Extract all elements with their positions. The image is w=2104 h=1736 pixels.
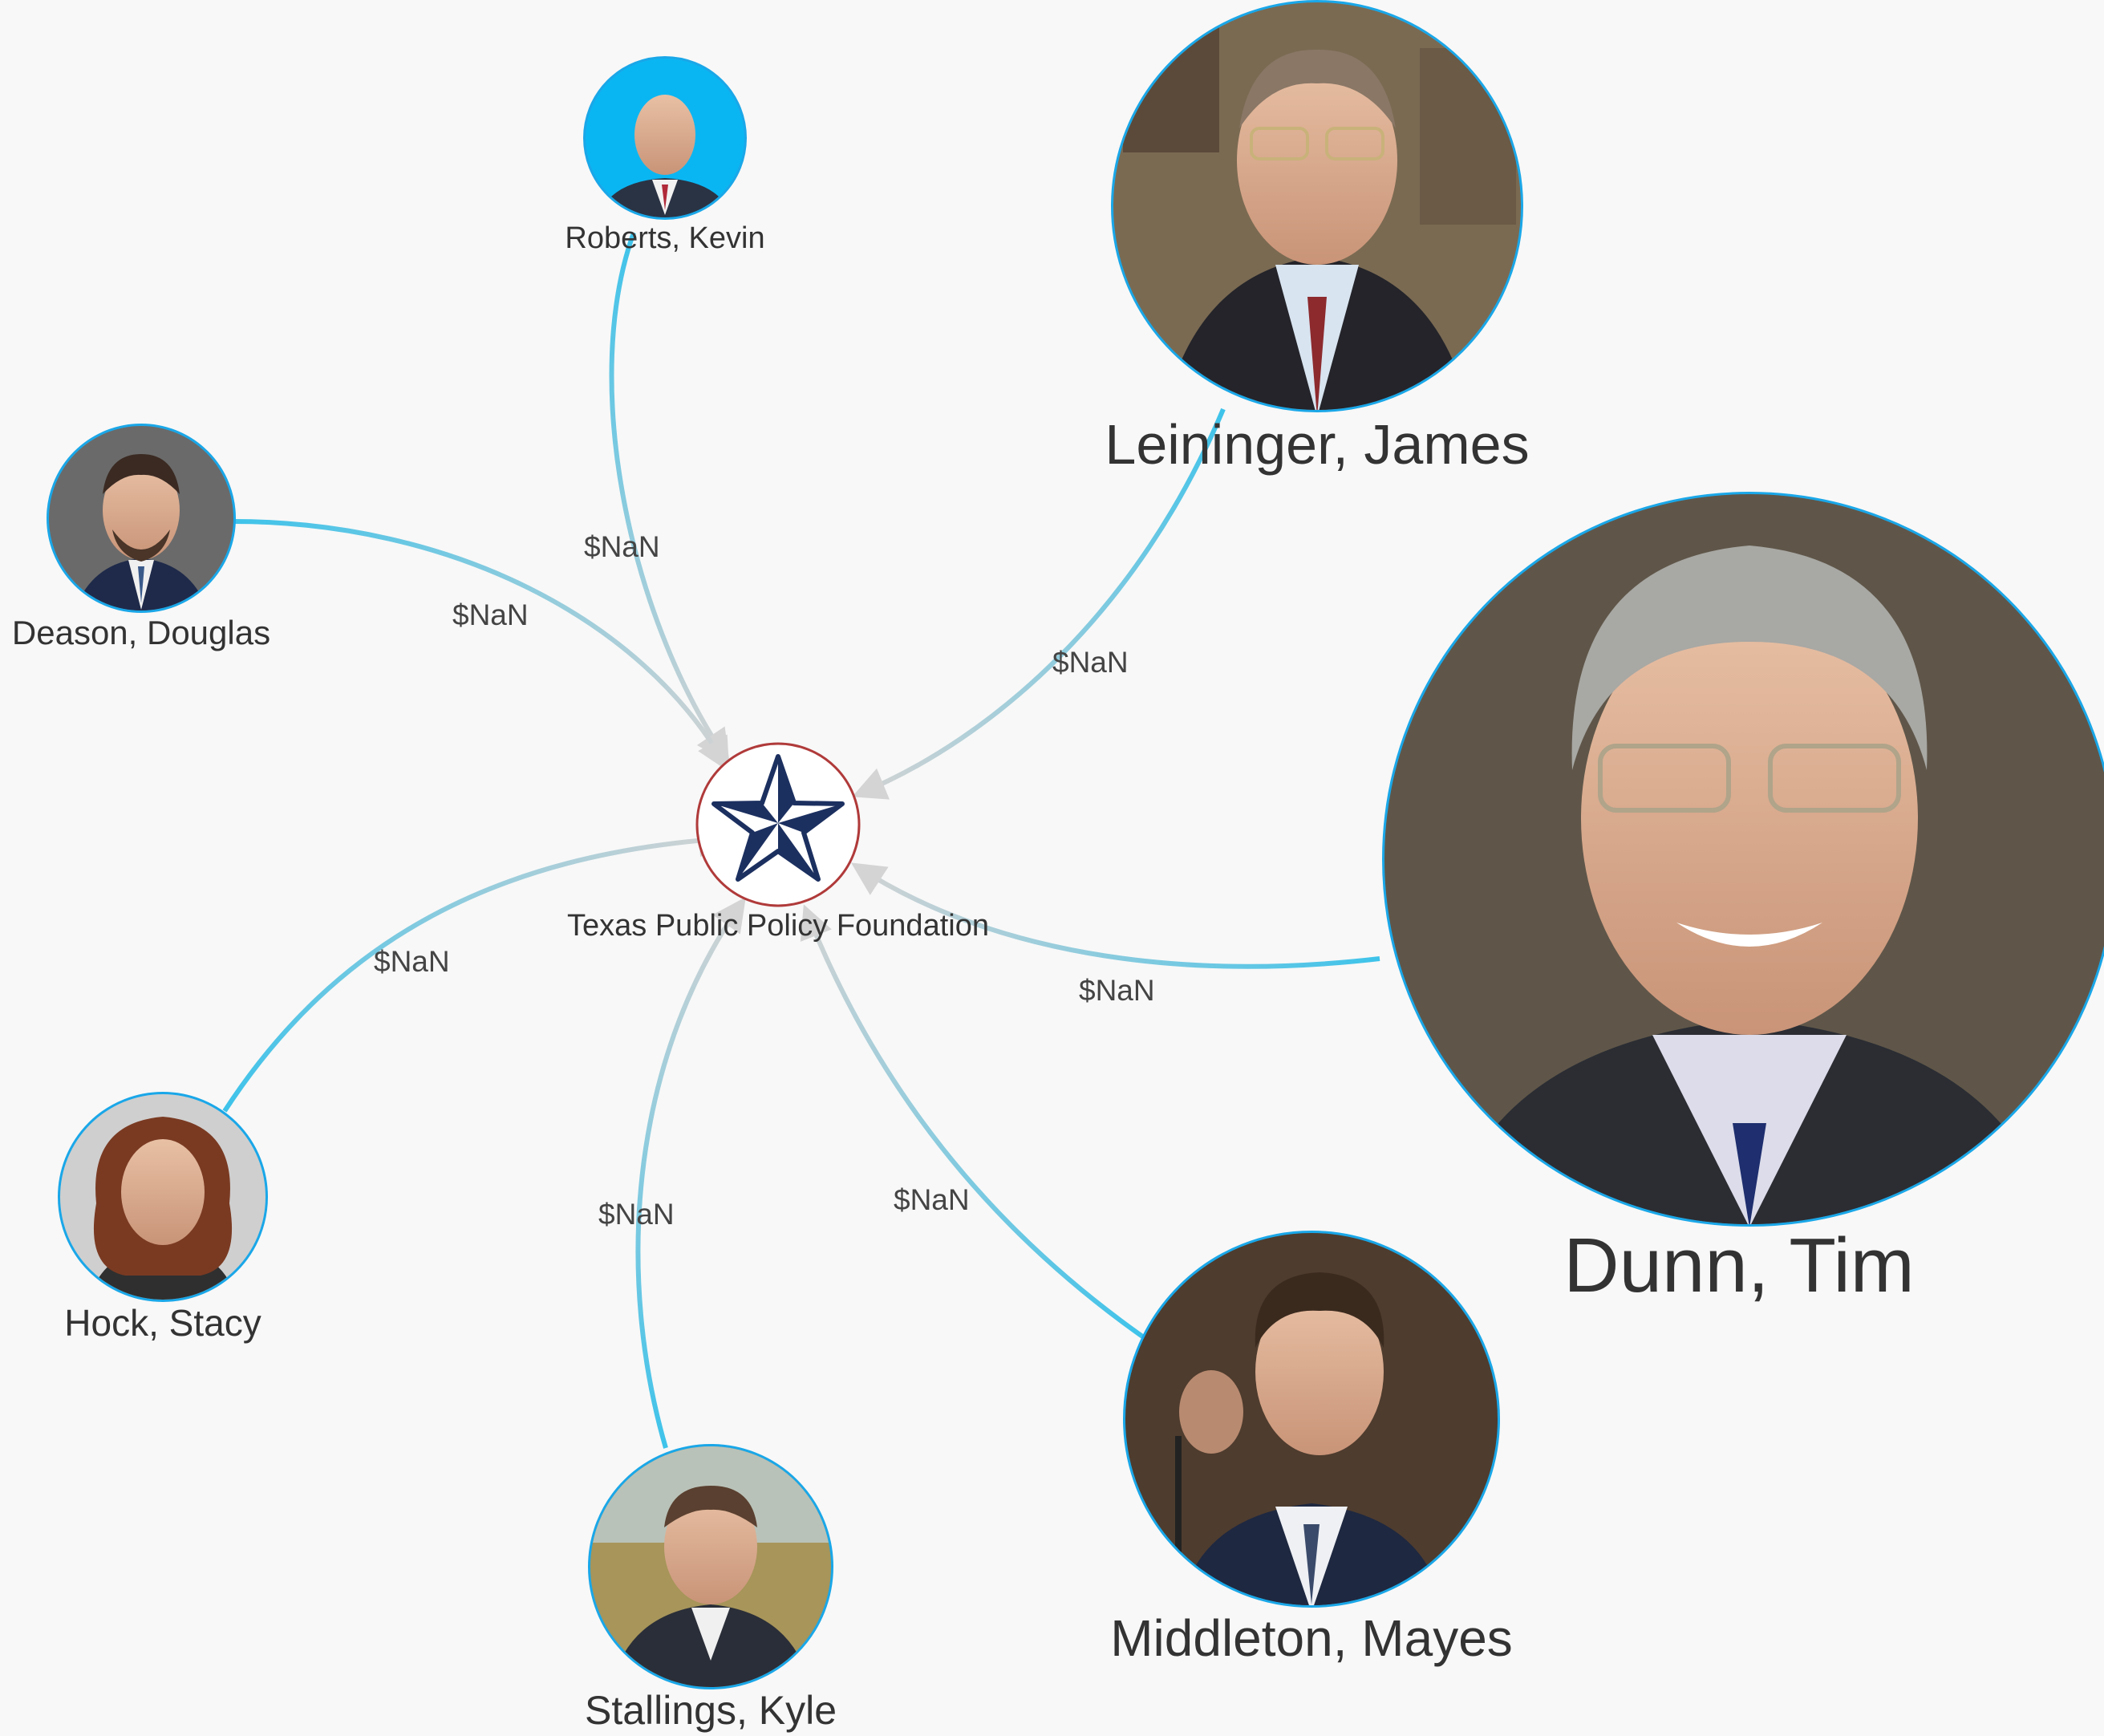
node-leininger[interactable]: Leininger, James [1105, 0, 1530, 476]
center-node[interactable]: Texas Public Policy Foundation [567, 742, 989, 943]
node-dunn-avatar [1384, 494, 2104, 1224]
edge-label-roberts: $NaN [584, 530, 660, 563]
node-deason-label: Deason, Douglas [12, 614, 270, 651]
node-leininger-avatar [1113, 2, 1521, 410]
edge-label-middleton: $NaN [894, 1183, 970, 1216]
node-middleton-label: Middleton, Mayes [1110, 1609, 1513, 1667]
edge-label-stallings: $NaN [598, 1198, 675, 1231]
edge-hock [222, 823, 733, 1113]
node-stallings[interactable]: Stallings, Kyle [585, 1444, 837, 1733]
node-deason[interactable]: Deason, Douglas [12, 424, 270, 651]
node-hock-label: Hock, Stacy [64, 1302, 261, 1344]
edge-roberts [609, 231, 730, 764]
edge-deason [232, 519, 730, 773]
edge-stallings [635, 897, 746, 1449]
node-hock-avatar [60, 1094, 266, 1300]
center-node-label: Texas Public Policy Foundation [567, 909, 989, 943]
edge-middleton [800, 904, 1149, 1342]
edge-labels: $NaN $NaN $NaN $NaN $NaN $NaN $NaN [374, 530, 1155, 1231]
node-roberts-label: Roberts, Kevin [565, 221, 764, 255]
edge-label-dunn: $NaN [1079, 974, 1155, 1007]
edge-leininger [852, 408, 1226, 800]
node-leininger-label: Leininger, James [1105, 413, 1529, 476]
node-middleton[interactable]: Middleton, Mayes [1110, 1231, 1513, 1667]
edges [222, 231, 1380, 1449]
node-dunn[interactable]: Dunn, Tim [1382, 492, 2104, 1308]
node-roberts-avatar [586, 59, 744, 217]
edge-label-hock: $NaN [374, 945, 450, 978]
node-middleton-avatar [1125, 1233, 1498, 1605]
node-deason-avatar [49, 426, 233, 610]
texas-star-icon [711, 754, 845, 882]
node-hock[interactable]: Hock, Stacy [58, 1092, 268, 1344]
edge-label-leininger: $NaN [1052, 646, 1129, 679]
node-stallings-avatar [590, 1446, 831, 1687]
node-stallings-label: Stallings, Kyle [585, 1688, 837, 1733]
edge-label-deason: $NaN [452, 598, 529, 631]
edge-dunn [850, 862, 1380, 969]
node-dunn-label: Dunn, Tim [1563, 1223, 1914, 1308]
node-roberts[interactable]: Roberts, Kevin [565, 56, 765, 255]
